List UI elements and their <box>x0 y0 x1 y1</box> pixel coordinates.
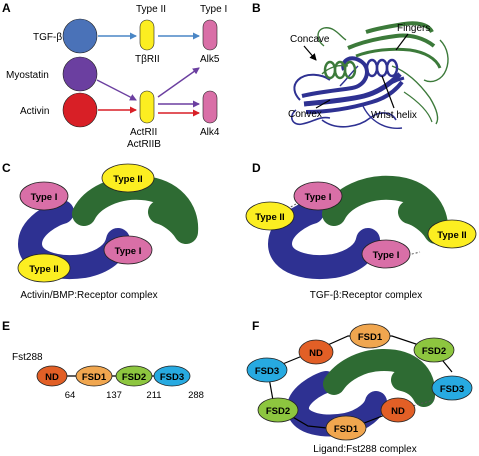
fsd2-bottom-domain <box>257 397 299 423</box>
fsd2-bottom-label: FSD2 <box>266 406 290 417</box>
nd-bottom-label: ND <box>391 406 405 417</box>
tbrii-label: TβRII <box>135 54 160 65</box>
fsd2-domain <box>115 365 153 387</box>
panel-d: D Type I Type II Type II Type I TGF-β:Re… <box>245 161 477 301</box>
type1-top-label: Type I <box>305 192 332 203</box>
fsd3-label: FSD3 <box>160 372 184 383</box>
type1-header: Type I <box>200 4 227 15</box>
position-288: 288 <box>188 390 204 401</box>
wrist-helix-label: Wrist helix <box>371 110 417 121</box>
type1-top-label: Type I <box>31 192 58 203</box>
panel-c-letter: C <box>2 161 11 175</box>
myostatin-label: Myostatin <box>6 70 49 81</box>
ligand-green-monomer <box>323 348 436 407</box>
concave-label: Concave <box>290 34 330 45</box>
fsd3-right-domain <box>431 375 473 401</box>
dotted-contact-right <box>403 251 421 257</box>
panel-f: F FSD1 FSD2 ND FSD3 FSD3 FSD2 FSD1 ND Li… <box>246 319 473 455</box>
tbrii-receptor <box>139 19 155 51</box>
fst288-label: Fst288 <box>12 352 43 363</box>
nd-domain <box>36 365 68 387</box>
tgfb-label: TGF-β <box>33 32 62 43</box>
myostatin-ligand-circle <box>62 56 98 92</box>
type2-top-receptor <box>101 163 155 193</box>
type1-bottom-receptor <box>103 235 153 265</box>
fsd3-domain <box>153 365 191 387</box>
alk4-label: Alk4 <box>200 127 220 138</box>
panel-b-letter: B <box>252 1 261 15</box>
fsd2-top-domain <box>413 337 455 363</box>
panel-d-letter: D <box>252 161 261 175</box>
panel-f-letter: F <box>252 319 259 333</box>
panel-d-caption: TGF-β:Receptor complex <box>310 290 422 301</box>
ligand-green-monomer <box>322 175 449 244</box>
panel-a: A TGF-β Myostatin Activin Type II Type I… <box>2 1 227 150</box>
concave-pointer <box>303 45 317 61</box>
actrii-receptor <box>139 90 155 124</box>
actriib-label: ActRIIB <box>127 139 161 150</box>
fsd1-top-domain <box>349 323 391 349</box>
position-64: 64 <box>65 390 76 401</box>
alk5-label: Alk5 <box>200 54 220 65</box>
fingers-label: Fingers <box>397 23 430 34</box>
protein-ribbon-structure <box>290 21 449 129</box>
nd-top-label: ND <box>309 348 323 359</box>
fsd1-bottom-domain <box>325 415 367 441</box>
panel-c-caption: Activin/BMP:Receptor complex <box>20 290 157 301</box>
actrii-label: ActRII <box>130 127 157 138</box>
fsd3-left-domain <box>246 357 288 383</box>
fsd3-right-label: FSD3 <box>440 384 464 395</box>
type1-bottom-label: Type I <box>373 250 400 261</box>
alk4-receptor <box>202 90 218 124</box>
ligand-green-monomer <box>72 175 199 244</box>
ligand-blue-monomer <box>287 371 387 437</box>
type2-right-receptor <box>427 219 477 249</box>
fsd1-top-label: FSD1 <box>358 332 383 343</box>
fsd2-label: FSD2 <box>122 372 146 383</box>
ligand-blue-monomer <box>267 200 380 279</box>
tgfb-ligand-circle <box>62 18 98 54</box>
type1-top-receptor <box>293 181 343 211</box>
type1-top-receptor <box>19 181 69 211</box>
type2-right-label: Type II <box>437 230 466 241</box>
nd-top-domain <box>298 339 334 365</box>
arrow-myostatin-actrii <box>96 79 137 101</box>
type2-left-receptor <box>245 201 295 231</box>
panel-c: C Type I Type II Type I Type II Activin/… <box>2 161 199 301</box>
alk5-receptor <box>202 19 218 51</box>
type2-left-label: Type II <box>255 212 284 223</box>
panel-a-letter: A <box>2 1 11 15</box>
fingers-pointer <box>395 33 409 51</box>
position-137: 137 <box>106 390 122 401</box>
fsd1-domain <box>75 365 113 387</box>
type2-bottom-label: Type II <box>29 264 58 275</box>
convex-pointer <box>315 99 331 109</box>
type1-bottom-receptor <box>361 239 411 269</box>
panel-e-letter: E <box>2 319 10 333</box>
position-211: 211 <box>146 390 161 401</box>
nd-bottom-domain <box>380 397 416 423</box>
fsd1-label: FSD1 <box>82 372 107 383</box>
type2-bottom-receptor <box>17 253 71 283</box>
activin-ligand-circle <box>62 92 98 128</box>
type2-header: Type II <box>136 4 166 15</box>
nd-label: ND <box>45 372 59 383</box>
wrist-helix-pointer <box>381 75 395 109</box>
fsd3-left-label: FSD3 <box>255 366 279 377</box>
panel-b: B <box>252 1 449 129</box>
fsd1-bottom-label: FSD1 <box>334 424 359 435</box>
panel-f-caption: Ligand:Fst288 complex <box>313 444 416 455</box>
arrow-actrii-alk5 <box>157 67 200 98</box>
panel-e: E Fst288 ND FSD1 FSD2 FSD3 64 137 211 28… <box>2 319 204 401</box>
fsd2-top-label: FSD2 <box>422 346 446 357</box>
convex-label: Convex <box>288 109 322 120</box>
type2-top-label: Type II <box>113 174 142 185</box>
type1-bottom-label: Type I <box>115 246 142 257</box>
activin-label: Activin <box>20 106 49 117</box>
